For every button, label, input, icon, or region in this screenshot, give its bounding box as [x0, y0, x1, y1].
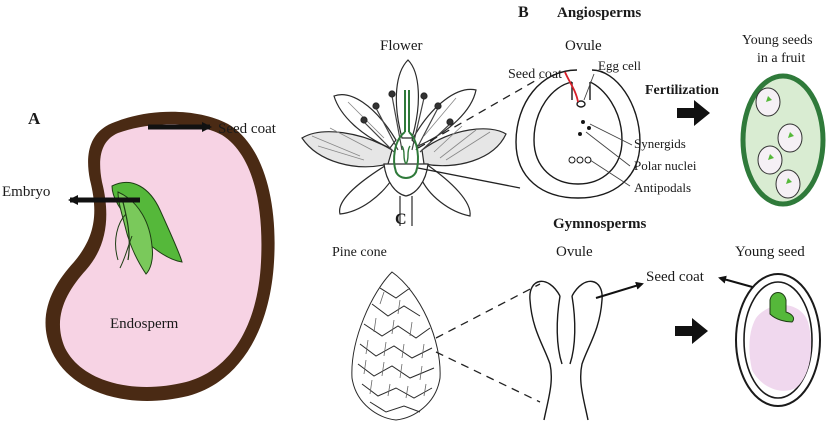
panel-c-letter: C [395, 211, 407, 228]
pine-cone-drawing [351, 271, 441, 421]
gymno-ovule [529, 280, 603, 421]
fertilization-arrow [677, 100, 710, 126]
gymno-zoom-line-top [435, 283, 541, 339]
polar-nuclei-leader [585, 131, 631, 167]
gymno-seed-coat-arrow-right [718, 275, 757, 289]
panel-b: B Angiosperms Flower [301, 4, 826, 226]
egg-cell-pointer [564, 71, 579, 103]
angio-ovule [515, 69, 641, 199]
gymno-zoom-line-bottom [435, 351, 541, 403]
egg-cell-label: Egg cell [598, 58, 641, 73]
ovule-label-b: Ovule [565, 38, 602, 54]
young-seeds-label-1: Young seeds [742, 33, 813, 48]
antipodals-label: Antipodals [634, 180, 691, 195]
synergids-leader [589, 123, 633, 146]
panel-c-title: Gymnosperms [553, 216, 646, 232]
gymno-seed-coat-label: Seed coat [646, 269, 705, 285]
ovule-label-c: Ovule [556, 244, 593, 260]
panel-b-letter: B [518, 4, 529, 21]
flower-label: Flower [380, 38, 423, 54]
embryo-sac-nuclei [568, 120, 592, 164]
young-seed-drawing [735, 273, 821, 407]
polar-nuclei-label: Polar nuclei [634, 158, 697, 173]
zoom-line-top [417, 77, 541, 149]
seed-coat-label: Seed coat [218, 121, 277, 137]
pine-cone-label: Pine cone [332, 245, 387, 260]
pistil-shape [393, 90, 419, 179]
young-seed-label: Young seed [735, 244, 805, 260]
antipodals-leader [589, 159, 631, 187]
egg-cell-leader [583, 73, 595, 101]
fertilization-label: Fertilization [645, 83, 719, 98]
ovule-seed-coat-label: Seed coat [508, 67, 562, 82]
panel-a: A Seed coat Embryo Endosperm [2, 109, 277, 401]
flower-drawing [301, 59, 507, 226]
gymno-seed-coat-arrow-left [595, 281, 644, 299]
gymno-development-arrow [675, 318, 708, 344]
panel-b-title: Angiosperms [557, 5, 641, 21]
endosperm-shape [59, 124, 262, 387]
panel-a-letter: A [28, 109, 41, 128]
fruit-drawing [740, 73, 826, 207]
panel-c: C Gymnosperms Pine cone Ovule Seed coat … [332, 211, 821, 421]
young-seeds-label-2: in a fruit [757, 51, 805, 66]
zoom-line-bottom [417, 167, 521, 189]
endosperm-label: Endosperm [110, 316, 179, 332]
synergids-label: Synergids [634, 136, 686, 151]
embryo-label: Embryo [2, 184, 50, 200]
